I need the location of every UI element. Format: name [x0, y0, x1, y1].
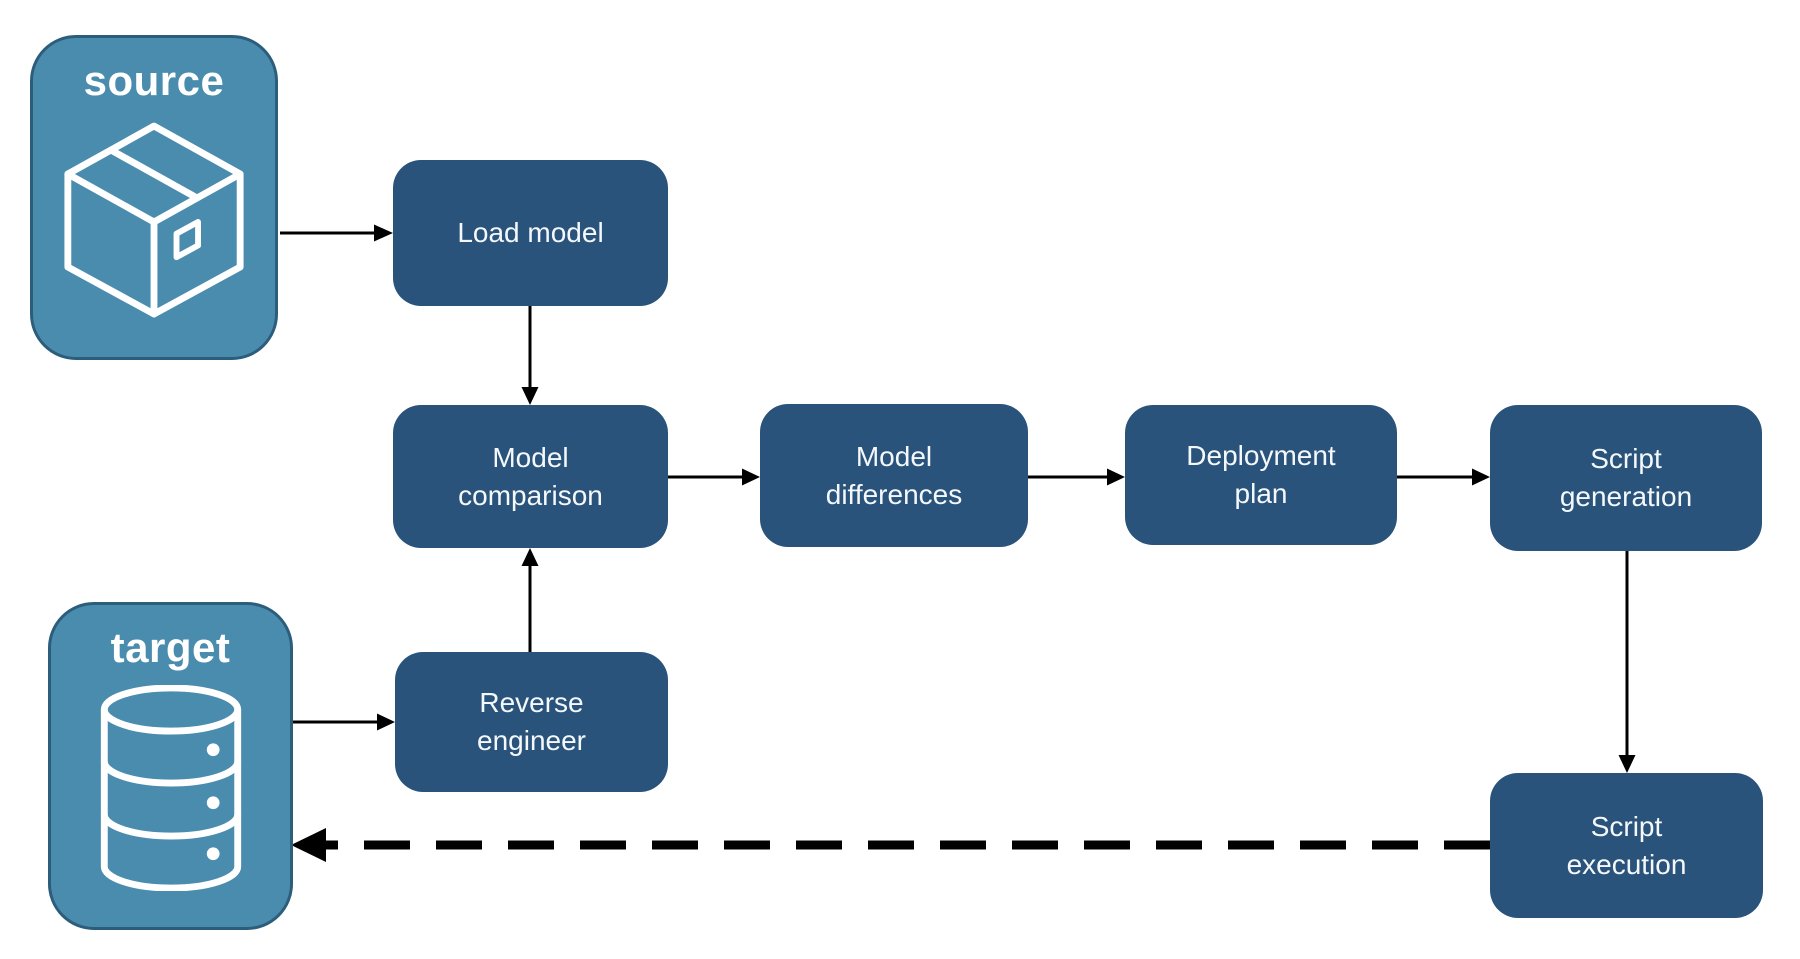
edge-source-to-load-model — [280, 224, 393, 242]
node-load-model-label: Load model — [457, 217, 604, 249]
node-reverse-engineer-label: Reverse engineer — [477, 687, 586, 756]
edge-script-execution-to-target-dashed — [291, 828, 1490, 862]
edge-model-comparison-to-model-differences — [668, 468, 760, 486]
node-script-generation: Script generation — [1490, 405, 1762, 551]
node-model-comparison: Model comparison — [393, 405, 668, 548]
database-icon — [100, 685, 241, 892]
edge-script-generation-to-script-execution — [1618, 551, 1636, 773]
entity-target-label: target — [110, 624, 231, 671]
node-reverse-engineer: Reverse engineer — [395, 652, 668, 792]
node-script-generation-label: Script generation — [1559, 443, 1693, 512]
node-script-execution: Script execution — [1490, 773, 1763, 918]
node-script-execution-label: Script execution — [1566, 810, 1687, 880]
node-model-differences: Model differences — [760, 404, 1028, 547]
node-load-model: Load model — [393, 160, 668, 306]
node-model-differences-label: Model differences — [825, 440, 963, 510]
node-model-comparison-label: Model comparison — [458, 441, 603, 511]
edge-load-model-to-model-comparison — [521, 306, 539, 405]
edge-model-differences-to-deployment-plan — [1028, 468, 1125, 486]
edge-deployment-plan-to-script-generation — [1397, 468, 1490, 486]
node-deployment-plan: Deployment plan — [1125, 405, 1397, 545]
package-icon — [64, 122, 244, 318]
entity-target: target — [48, 602, 293, 930]
edge-reverse-engineer-to-model-comparison — [521, 548, 539, 652]
entity-source-label: source — [83, 57, 225, 104]
entity-source: source — [30, 35, 278, 360]
node-deployment-plan-label: Deployment plan — [1186, 440, 1336, 509]
edge-target-to-reverse-engineer — [293, 713, 395, 731]
